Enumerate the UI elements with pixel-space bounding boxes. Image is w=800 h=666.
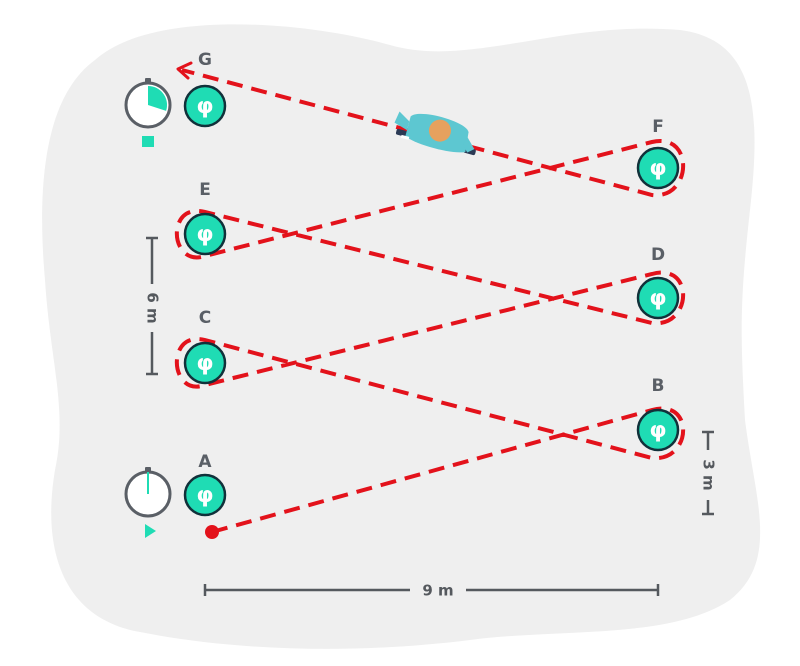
cone-icon (636, 276, 680, 320)
person-icon (394, 111, 476, 156)
cone-symbol: φ (649, 156, 666, 181)
cone-symbol: φ (649, 286, 666, 311)
start-timer (124, 467, 172, 538)
marker-label-g: G (198, 50, 212, 70)
elapsed-wedge (148, 85, 168, 111)
dimension-9m: 9 m (203, 582, 660, 600)
marker-label-c: C (199, 308, 211, 328)
route-arrowhead (176, 61, 193, 80)
marker-label-e: E (199, 180, 211, 200)
marker-c: φC (183, 308, 227, 385)
cone-icon (183, 212, 227, 256)
cone-symbol: φ (196, 94, 213, 119)
cone-icon (183, 341, 227, 385)
dimension-6m-label: 6 m (144, 292, 162, 323)
play-icon (145, 524, 156, 538)
marker-e: φE (183, 180, 227, 256)
cone-symbol: φ (196, 222, 213, 247)
marker-label-d: D (651, 245, 665, 265)
marker-g: φG (183, 50, 227, 128)
cone-symbol: φ (649, 418, 666, 443)
cone-symbol: φ (196, 483, 213, 508)
cone-icon (183, 84, 227, 128)
marker-label-f: F (652, 117, 664, 137)
dimension-9m-label: 9 m (422, 582, 453, 600)
marker-label-a: A (198, 452, 212, 472)
dimension-3m: 3 m (700, 430, 718, 516)
cone-icon (183, 473, 227, 517)
person-head (428, 119, 451, 142)
marker-label-b: B (652, 376, 665, 396)
dimension-3m-label: 3 m (700, 459, 718, 490)
end-timer (124, 78, 172, 147)
drill-route-path (174, 68, 686, 534)
marker-b: φB (636, 376, 680, 452)
cone-icon (636, 408, 680, 452)
cone-icon (636, 146, 680, 190)
dimension-6m: 6 m (144, 236, 162, 376)
marker-f: φF (636, 117, 680, 190)
cone-symbol: φ (196, 351, 213, 376)
marker-a: φA (183, 452, 227, 517)
stop-icon (142, 136, 154, 147)
start-point-dot (205, 525, 219, 539)
marker-d: φD (636, 245, 680, 320)
